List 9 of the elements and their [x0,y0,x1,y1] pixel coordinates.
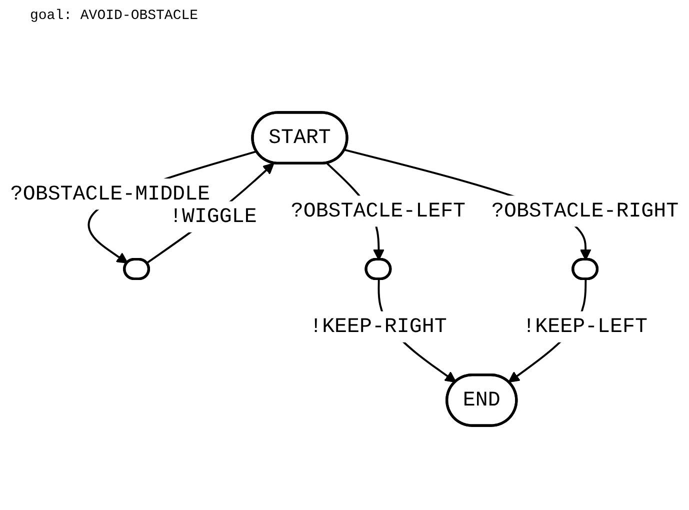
arrow [146,162,274,264]
edge-label: ?OBSTACLE-MIDDLE [10,182,210,206]
edge-label: !WIGGLE [170,205,257,229]
edge-label: ?OBSTACLE-LEFT [290,200,466,223]
title: goal: AVOID-OBSTACLE [30,8,198,24]
edge-label: !KEEP-RIGHT [310,315,447,338]
arrow [88,150,257,264]
edge-label: ?OBSTACLE-RIGHT [491,200,679,223]
edge-label: !KEEP-LEFT [522,315,648,338]
